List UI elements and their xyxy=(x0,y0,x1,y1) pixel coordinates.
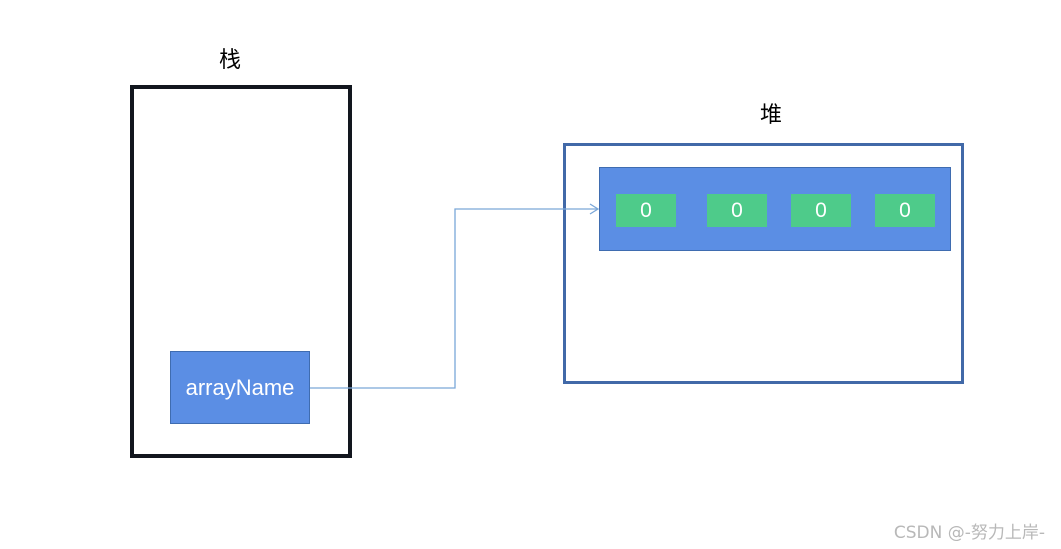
heap-title: 堆 xyxy=(760,103,783,128)
array-element: 0 xyxy=(875,194,935,227)
reference-arrow-line xyxy=(310,208,597,389)
stack-title: 栈 xyxy=(219,48,242,73)
array-reference-variable: arrayName xyxy=(170,351,310,424)
watermark: CSDN @-努力上岸- xyxy=(893,523,1045,543)
array-element: 0 xyxy=(707,194,767,227)
reference-arrowhead xyxy=(589,203,600,215)
array-element: 0 xyxy=(616,194,676,227)
array-element: 0 xyxy=(791,194,851,227)
